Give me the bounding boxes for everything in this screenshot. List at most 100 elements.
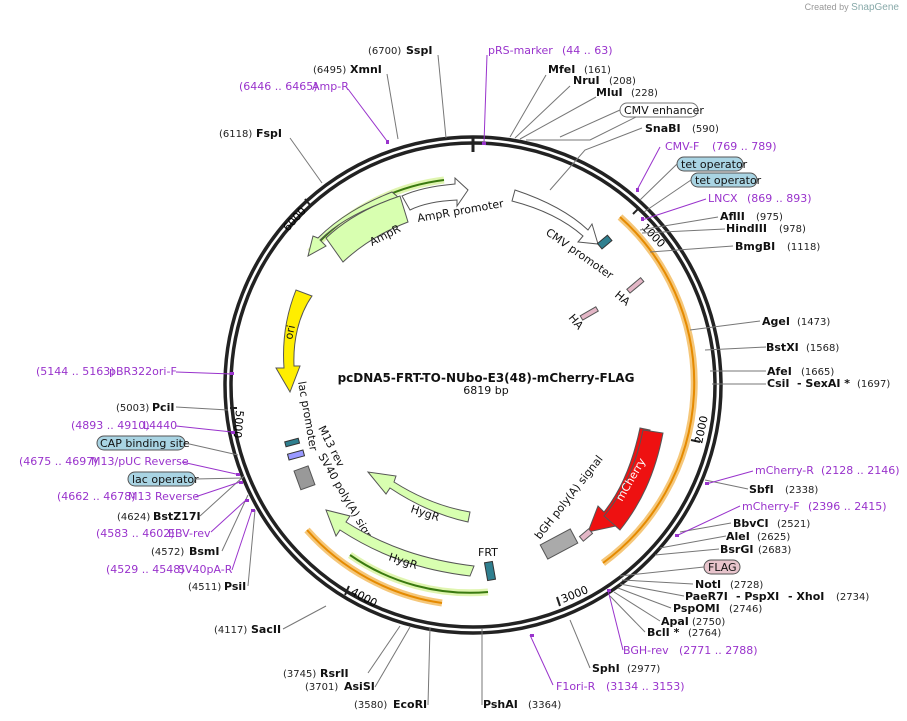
site-pos: (2764) [688, 628, 721, 639]
site-xhoi[interactable]: PaeR7I- PspXI- XhoI(2734) [685, 590, 869, 603]
site-name: FspI [256, 127, 282, 140]
site-bstz17i[interactable]: (4624)BstZ17I [117, 510, 201, 523]
site-name: PspOMI [673, 602, 720, 615]
site-name: SphI [592, 662, 620, 675]
mcherry-arrow-body [603, 429, 664, 531]
site-name: AsiSI [344, 680, 375, 693]
primer-sv40pa-r[interactable]: (4529 .. 4548)SV40pA-R [106, 563, 233, 576]
site-paer7i: PaeR7I [685, 590, 728, 603]
tick-1000: 1000 [632, 207, 668, 250]
tick-3000: 3000 [556, 583, 590, 607]
site-psii[interactable]: (4511)PsiI [188, 580, 246, 593]
primer-prs-marker[interactable]: pRS-marker(44 .. 63) [488, 44, 613, 57]
primer-pbr322ori-f[interactable]: (5144 .. 5163)pBR322ori-F [36, 365, 177, 378]
m13-rev-mark [286, 449, 306, 461]
site-pos: (6118) [219, 129, 252, 140]
site-sphi[interactable]: SphI (2977) [592, 662, 660, 675]
primer-f1ori-r[interactable]: F1ori-R(3134 .. 3153) [556, 680, 685, 693]
primer-name: M13 Reverse [128, 490, 199, 503]
site-pcii[interactable]: (5003)PciI [116, 401, 174, 414]
site-pos: (161) [584, 65, 611, 76]
primer-m13-puc-reverse[interactable]: (4675 .. 4697)M13/pUC Reverse [19, 455, 189, 468]
site-nrui[interactable]: NruI(208) [573, 74, 636, 87]
site-pos: (3364) [528, 700, 561, 711]
tick-label-2000: 2000 [692, 415, 711, 445]
hygr-arrow-2 [325, 509, 475, 577]
site-agei[interactable]: AgeI(1473) [762, 315, 830, 328]
primer-name: BGH-rev [623, 644, 669, 657]
site-ecori[interactable]: (3580)EcoRI [354, 698, 427, 711]
site-snabi[interactable]: SnaBI(590) [645, 122, 719, 135]
site-sacii[interactable]: (4117)SacII [214, 623, 281, 636]
site-bsrgi[interactable]: BsrGI(2683) [720, 543, 791, 556]
site-bstxi[interactable]: BstXI(1568) [766, 341, 839, 354]
plasmid-size: 6819 bp [463, 384, 508, 397]
site-name: XmnI [350, 63, 382, 76]
site-apai[interactable]: ApaI(2750) [661, 615, 725, 628]
site-xhoi-dash: - XhoI [788, 590, 824, 603]
ori-arrow [275, 289, 313, 394]
box-cmv-enhancer[interactable]: CMV enhancer [619, 102, 704, 118]
site-pspxi: - PspXI [736, 590, 779, 603]
primer-range: (6446 .. 6465) [239, 80, 318, 93]
box-label: tet operator [695, 174, 762, 187]
site-sbfi[interactable]: SbfI(2338) [749, 483, 818, 496]
site-aflii[interactable]: AflII(975) [720, 210, 783, 223]
primer-name: M13/pUC Reverse [91, 455, 189, 468]
ampr-promoter-arrow [401, 176, 469, 211]
site-pos: (2728) [730, 580, 763, 591]
box-lac-operator[interactable]: lac operator [127, 471, 199, 487]
box-tet-operator-1[interactable]: tet operator [676, 156, 748, 172]
cmv-enhancer-mark [596, 234, 613, 250]
primer-cmv-f[interactable]: CMV-F(769 .. 789) [665, 140, 777, 153]
snapgene-credit: Created by SnapGene [805, 2, 899, 13]
site-bsmi[interactable]: (4572)BsmI [151, 545, 220, 558]
primer-l4440[interactable]: (4893 .. 4910)L4440 [71, 419, 177, 432]
tick-2000: 2000 [690, 415, 711, 445]
site-pshai[interactable]: PshAI(3364) [483, 698, 561, 711]
site-noti[interactable]: NotI(2728) [695, 578, 763, 591]
site-bbvci[interactable]: BbvCI(2521) [733, 517, 810, 530]
site-asisi[interactable]: (3701)AsiSI [305, 680, 375, 693]
primer-lncx[interactable]: LNCX(869 .. 893) [708, 192, 812, 205]
box-cap-binding-site[interactable]: CAP binding site [96, 435, 190, 451]
site-csii[interactable]: CsiI- SexAI *(1697) [767, 377, 890, 390]
site-sspi[interactable]: (6700)SspI [368, 44, 432, 57]
primer-mcherry-r[interactable]: mCherry-R(2128 .. 2146) [755, 464, 900, 477]
site-mlui[interactable]: MluI(228) [596, 86, 658, 99]
site-extra-sexai: - SexAI * [797, 377, 850, 390]
primer-ebv-rev[interactable]: (4583 .. 4602)EBV-rev [96, 527, 211, 540]
site-fspi[interactable]: (6118) FspI [219, 127, 282, 140]
tick-label-3000: 3000 [559, 583, 590, 606]
primer-name: LNCX [708, 192, 738, 205]
site-pos: (2746) [729, 604, 762, 615]
box-label: tet operator [681, 158, 748, 171]
box-label: CMV enhancer [624, 104, 704, 117]
site-pos: (2977) [627, 664, 660, 675]
site-bcli[interactable]: BclI *(2764) [647, 626, 721, 639]
site-mfei[interactable]: MfeI(161) [548, 63, 611, 76]
site-name: AleI [726, 530, 750, 543]
primer-range: (4662 .. 4678) [57, 490, 136, 503]
site-bmgbi[interactable]: BmgBI(1118) [735, 240, 820, 253]
ampr-arrow-body [325, 195, 409, 263]
site-alei[interactable]: AleI (2625) [726, 530, 790, 543]
site-pos: (4624) [117, 512, 150, 523]
site-pos: (3745) [283, 669, 316, 680]
box-flag[interactable]: FLAG [703, 559, 741, 575]
flag-mark [578, 528, 594, 542]
site-hindiii[interactable]: HindIII(978) [726, 222, 806, 235]
primer-name: pRS-marker [488, 44, 553, 57]
site-rsrii[interactable]: (3745)RsrII [283, 667, 349, 680]
primer-bgh-rev[interactable]: BGH-rev(2771 .. 2788) [623, 644, 758, 657]
primer-mcherry-f[interactable]: mCherry-F(2396 .. 2415) [742, 500, 887, 513]
site-afei[interactable]: AfeI(1665) [767, 365, 834, 378]
site-xmni[interactable]: (6495)XmnI [313, 63, 382, 76]
site-name: BstZ17I [153, 510, 201, 523]
site-pos: (2625) [757, 532, 790, 543]
box-tet-operator-2[interactable]: tet operator [690, 172, 762, 188]
primer-m13-reverse[interactable]: (4662 .. 4678)M13 Reverse [57, 490, 199, 503]
primer-amp-r[interactable]: (6446 .. 6465)Amp-R [239, 80, 349, 93]
site-pspomi[interactable]: PspOMI (2746) [673, 602, 762, 615]
site-pos: (2683) [758, 545, 791, 556]
